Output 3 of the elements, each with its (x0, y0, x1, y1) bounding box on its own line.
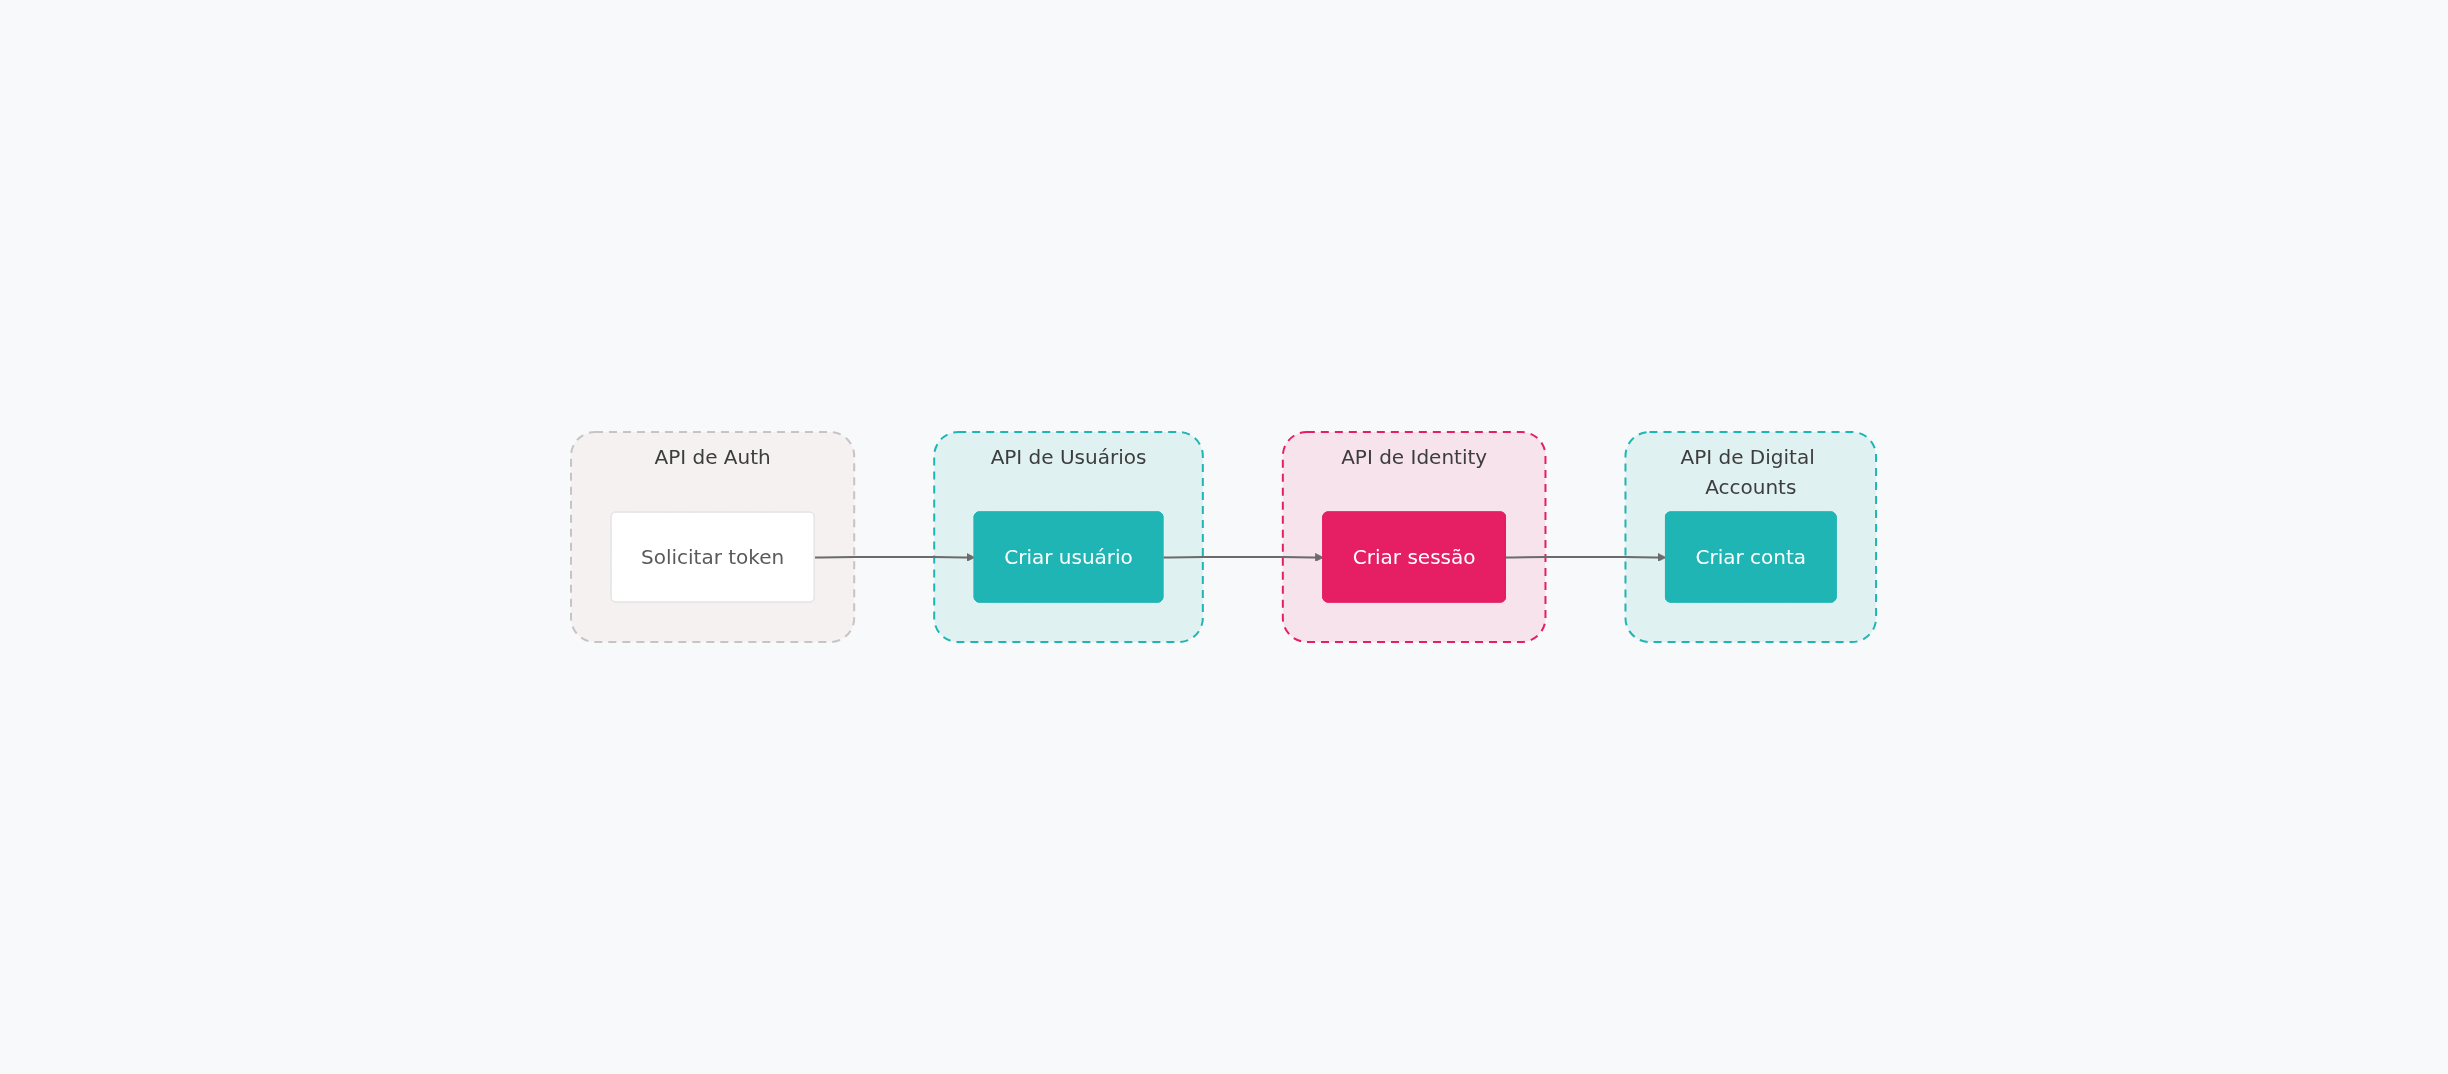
arrow (1505, 553, 1667, 562)
arrow (1162, 553, 1325, 562)
arrow (814, 553, 976, 562)
